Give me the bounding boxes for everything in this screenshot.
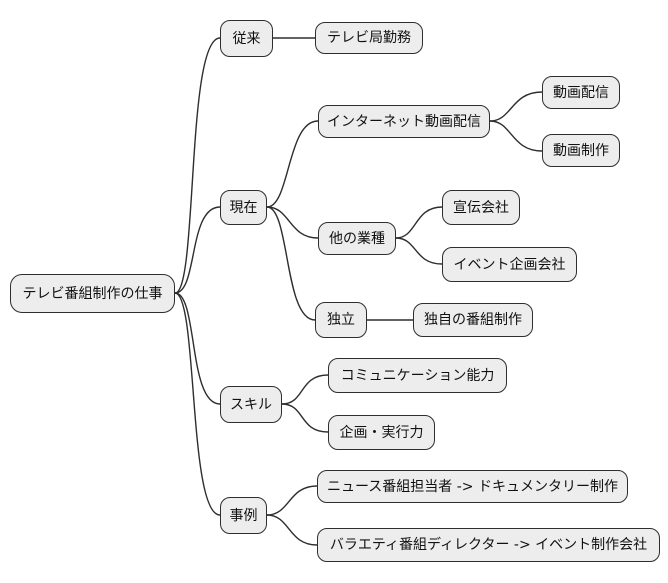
edge-present-to-independent [266, 206, 316, 321]
mindmap-node: 事例 [220, 497, 267, 534]
mindmap-node: テレビ局勤務 [315, 22, 423, 54]
mindmap-node: 動画制作 [542, 134, 620, 167]
edge-root-to-present [174, 206, 221, 294]
edge-present-to-other-industry [266, 206, 319, 239]
edge-root-to-cases [174, 292, 221, 516]
mindmap-node: 他の業種 [318, 222, 396, 255]
mindmap-node: イベント企画会社 [442, 247, 577, 282]
mindmap-node: 企画・実行力 [328, 415, 435, 450]
edge-skills-to-communication [281, 374, 329, 405]
edge-other-to-ad-company [395, 206, 443, 239]
mindmap-node: 従来 [220, 20, 273, 57]
mindmap-node: 現在 [220, 190, 267, 225]
mindmap-node: ニュース番組担当者 -> ドキュメンタリー制作 [317, 470, 628, 503]
edge-skills-to-planning [281, 403, 329, 433]
mindmap-node: インターネット動画配信 [318, 105, 490, 138]
mindmap-node: バラエティ番組ディレクター -> イベント制作会社 [317, 528, 660, 562]
mindmap-node-root: テレビ番組制作の仕事 [10, 274, 175, 313]
mindmap-node: 宣伝会社 [442, 190, 520, 225]
edge-cases-to-news [266, 485, 318, 516]
edge-other-to-event-company [395, 237, 443, 265]
edge-root-to-traditional [174, 37, 221, 294]
mindmap-node: スキル [220, 386, 282, 423]
mindmap-node: 動画配信 [542, 76, 620, 109]
edge-cases-to-variety [266, 514, 318, 546]
edge-internet-to-distribution [489, 91, 543, 122]
mindmap-node: 独自の番組制作 [413, 303, 533, 337]
mindmap-node: コミュニケーション能力 [328, 358, 507, 393]
edge-root-to-skills [174, 292, 221, 405]
edge-internet-to-production [489, 120, 543, 152]
mindmap-node: 独立 [315, 302, 367, 338]
edge-present-to-internet-video [266, 120, 319, 208]
